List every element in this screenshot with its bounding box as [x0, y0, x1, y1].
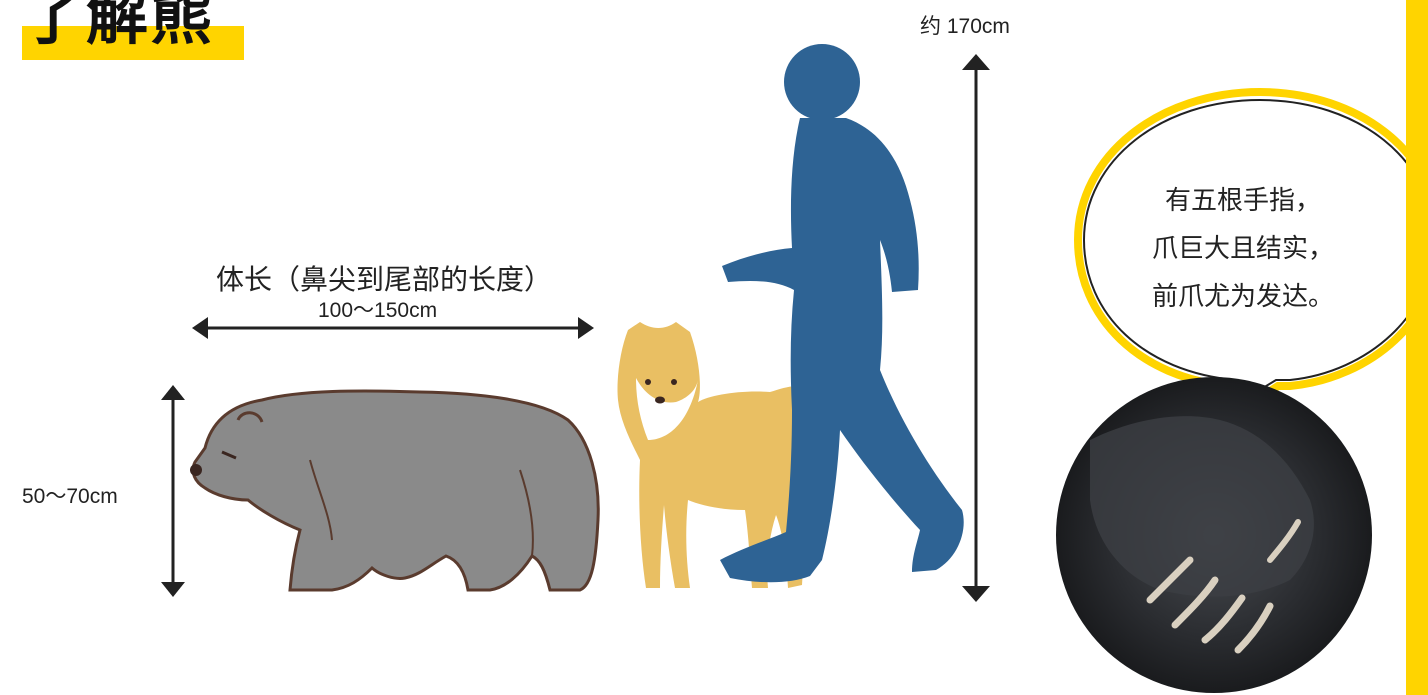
height-range-label: 50～70cm: [22, 485, 118, 508]
length-arrow: [192, 317, 594, 339]
title-highlight: [22, 26, 244, 60]
person-height-arrow: [962, 54, 990, 602]
bubble-line: 前爪尤为发达。: [1151, 282, 1334, 312]
height-arrow: [161, 385, 185, 597]
person-silhouette: [720, 44, 964, 583]
claw-photo: [1056, 377, 1372, 693]
body-length-label: 体长（鼻尖到尾部的长度）: [216, 264, 553, 295]
page-title: 了解熊: [22, 0, 215, 53]
speech-bubble: [1073, 87, 1406, 439]
bubble-line: 有五根手指，: [1164, 186, 1321, 216]
dog-illustration: [617, 322, 812, 588]
person-height-label: 约 170cm: [920, 15, 1010, 38]
bear-illustration: [190, 389, 600, 592]
bubble-text: 有五根手指， 爪巨大且结实， 前爪尤为发达。: [1078, 177, 1408, 321]
length-range-label: 100～150cm: [318, 299, 438, 322]
edge-yellow-bar: [1406, 0, 1428, 695]
bubble-line: 爪巨大且结实，: [1151, 234, 1334, 264]
